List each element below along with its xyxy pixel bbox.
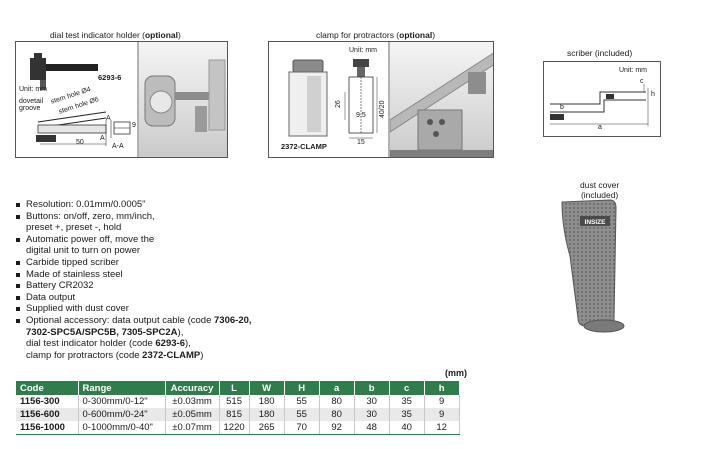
cell-code: 1156-1000 — [16, 421, 79, 435]
table-row: 1156-1000 0-1000mm/0-40" ±0.07mm 1220 26… — [16, 421, 460, 435]
dim-26: 26 — [335, 100, 342, 108]
holder-diagram — [30, 42, 139, 157]
feature-item: Buttons: on/off, zero, mm/inch,preset +,… — [16, 211, 252, 234]
scriber-dim-a: a — [598, 124, 602, 131]
cell-l: 815 — [219, 408, 250, 421]
dovetail-label: dovetail groove — [19, 98, 44, 112]
cell-h-dim: 12 — [424, 421, 460, 435]
dim-40-20: 40/20 — [379, 100, 386, 118]
scriber-outline — [550, 91, 646, 105]
table-unit: (mm) — [445, 368, 467, 378]
dim-50: 50 — [76, 139, 84, 146]
clamp-code: 2372-CLAMP — [281, 142, 327, 151]
table-header-row: Code Range Accuracy L W H a b c h — [16, 381, 460, 395]
holder-block — [30, 58, 46, 80]
clamp-photo — [389, 42, 493, 157]
feature-item: Battery CR2032 — [16, 280, 252, 292]
clamp-unit: Unit: mm — [349, 47, 377, 54]
col-header-w: W — [249, 381, 285, 395]
section-a-bottom: A — [100, 135, 105, 142]
col-header-l: L — [219, 381, 250, 395]
holder-panel: 6293-6 Unit: mm dovetail groove stem hol… — [15, 41, 228, 158]
holder-code: 6293-6 — [98, 73, 122, 82]
scriber-diagram — [550, 84, 649, 126]
section-aa-label: A-A — [112, 143, 124, 150]
col-header-h: H — [284, 381, 320, 395]
cell-accuracy: ±0.03mm — [165, 395, 220, 408]
cell-w: 180 — [249, 408, 285, 421]
cell-l: 515 — [219, 395, 250, 408]
holder-bar-drawing — [37, 124, 107, 134]
scriber-caption: scriber (included) — [567, 48, 633, 58]
cell-a: 80 — [319, 408, 355, 421]
scriber-dim-b: b — [560, 104, 564, 111]
holder-arm — [46, 64, 98, 71]
feature-item: Resolution: 0.01mm/0.0005" — [16, 199, 252, 211]
cell-b: 48 — [354, 421, 390, 435]
col-header-a: a — [319, 381, 355, 395]
table-row: 1156-600 0-600mm/0-24" ±0.05mm 815 180 5… — [16, 408, 460, 421]
table-row: 1156-300 0-300mm/0-12" ±0.03mm 515 180 5… — [16, 395, 460, 408]
cell-c: 40 — [389, 421, 425, 435]
feature-item: Data output — [16, 292, 252, 304]
cell-range: 0-600mm/0-24" — [78, 408, 166, 421]
cell-code: 1156-600 — [16, 408, 79, 421]
holder-unit: Unit: mm — [19, 86, 47, 93]
cell-c: 35 — [389, 408, 425, 421]
clamp-knob — [292, 59, 324, 73]
section-a-top: A — [106, 115, 111, 122]
feature-list: Resolution: 0.01mm/0.0005" Buttons: on/o… — [16, 199, 252, 361]
scriber-panel: Unit: mm a b c h — [543, 61, 661, 137]
cell-w: 180 — [249, 395, 285, 408]
optional-accessory-item: Optional accessory: data output cable (c… — [16, 315, 252, 361]
cell-h-dim: 9 — [424, 395, 460, 408]
cell-h: 55 — [284, 395, 320, 408]
cell-l: 1220 — [219, 421, 250, 435]
col-header-code: Code — [16, 381, 79, 395]
spec-table: Code Range Accuracy L W H a b c h 1156-3… — [16, 381, 460, 435]
cell-a: 92 — [319, 421, 355, 435]
holder-photo-shapes — [144, 59, 226, 132]
cell-b: 30 — [354, 408, 390, 421]
col-header-h-dim: h — [424, 381, 460, 395]
feature-item: Made of stainless steel — [16, 269, 252, 281]
dust-cover-image: INSIZE — [561, 199, 625, 333]
clamp-diagram — [288, 42, 390, 157]
col-header-accuracy: Accuracy — [165, 381, 220, 395]
dust-cover-caption: dust cover (included) — [580, 180, 620, 200]
clamp-panel: Unit: mm 2372-CLAMP 26 9.5 40/20 15 — [268, 41, 494, 158]
cell-b: 30 — [354, 395, 390, 408]
cell-code: 1156-300 — [16, 395, 79, 408]
cell-a: 80 — [319, 395, 355, 408]
dim-9-5: 9.5 — [356, 112, 366, 119]
feature-item: Supplied with dust cover — [16, 303, 252, 315]
cell-range: 0-300mm/0-12" — [78, 395, 166, 408]
scriber-dim-c: c — [640, 78, 644, 85]
cell-accuracy: ±0.05mm — [165, 408, 220, 421]
clamp-caption: clamp for protractors (optional) — [316, 30, 436, 40]
feature-item: Carbide tipped scriber — [16, 257, 252, 269]
col-header-range: Range — [78, 381, 166, 395]
holder-caption: dial test indicator holder (optional) — [50, 30, 181, 40]
scriber-dim-h: h — [651, 91, 655, 98]
scriber-unit: Unit: mm — [619, 67, 647, 74]
holder-photo — [139, 42, 227, 157]
cell-h: 70 — [284, 421, 320, 435]
col-header-b: b — [354, 381, 390, 395]
dim-15: 15 — [357, 139, 365, 146]
cell-accuracy: ±0.07mm — [165, 421, 220, 435]
cell-c: 35 — [389, 395, 425, 408]
dim-9: 9 — [132, 122, 136, 129]
dust-cover-logo — [580, 216, 610, 226]
dust-cover-brand: INSIZE — [585, 219, 607, 226]
cell-h: 55 — [284, 408, 320, 421]
cell-range: 0-1000mm/0-40" — [78, 421, 166, 435]
clamp-photo-shapes — [389, 52, 493, 157]
cell-w: 265 — [249, 421, 285, 435]
cell-h-dim: 9 — [424, 408, 460, 421]
col-header-c: c — [389, 381, 425, 395]
